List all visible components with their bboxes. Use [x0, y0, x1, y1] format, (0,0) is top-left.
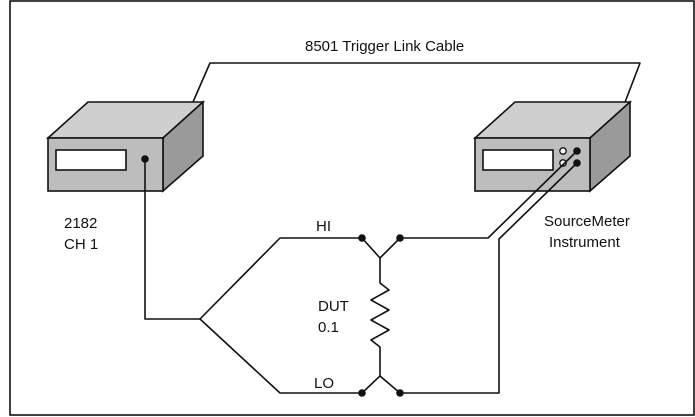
left-instrument: 2182 CH 1	[45, 100, 206, 253]
left-instrument-model-label: 2182	[64, 215, 97, 232]
dut-resistor: DUT 0.1	[318, 257, 390, 377]
resistor-icon	[370, 257, 390, 377]
dut-label: DUT	[318, 298, 349, 315]
hi-junction	[361, 237, 401, 259]
lo-junction	[361, 375, 401, 394]
source-lo-wire	[399, 162, 578, 394]
right-instrument-display	[482, 149, 554, 171]
right-instrument-name-line1: SourceMeter	[544, 213, 630, 230]
trigger-link-cable-label: 8501 Trigger Link Cable	[305, 38, 464, 55]
trigger-link-cable-path	[185, 62, 641, 119]
left-input-wire	[144, 158, 201, 320]
left-instrument-channel-label: CH 1	[64, 236, 98, 253]
source-hi-wire	[399, 150, 578, 239]
right-instrument: SourceMeter Instrument	[472, 100, 633, 251]
diagram-frame	[9, 0, 695, 416]
right-instrument-aux-jack-upper	[559, 147, 567, 155]
hi-sense-wire	[199, 237, 363, 320]
trigger-link-cable: 8501 Trigger Link Cable	[185, 38, 641, 119]
right-instrument-name-line2: Instrument	[549, 234, 621, 251]
hi-label: HI	[316, 218, 331, 235]
dut-value-label: 0.1	[318, 319, 339, 336]
right-instrument-aux-jack-lower	[559, 159, 567, 167]
lo-label: LO	[314, 375, 334, 392]
left-instrument-display	[55, 149, 127, 171]
lo-sense-wire	[199, 318, 363, 394]
